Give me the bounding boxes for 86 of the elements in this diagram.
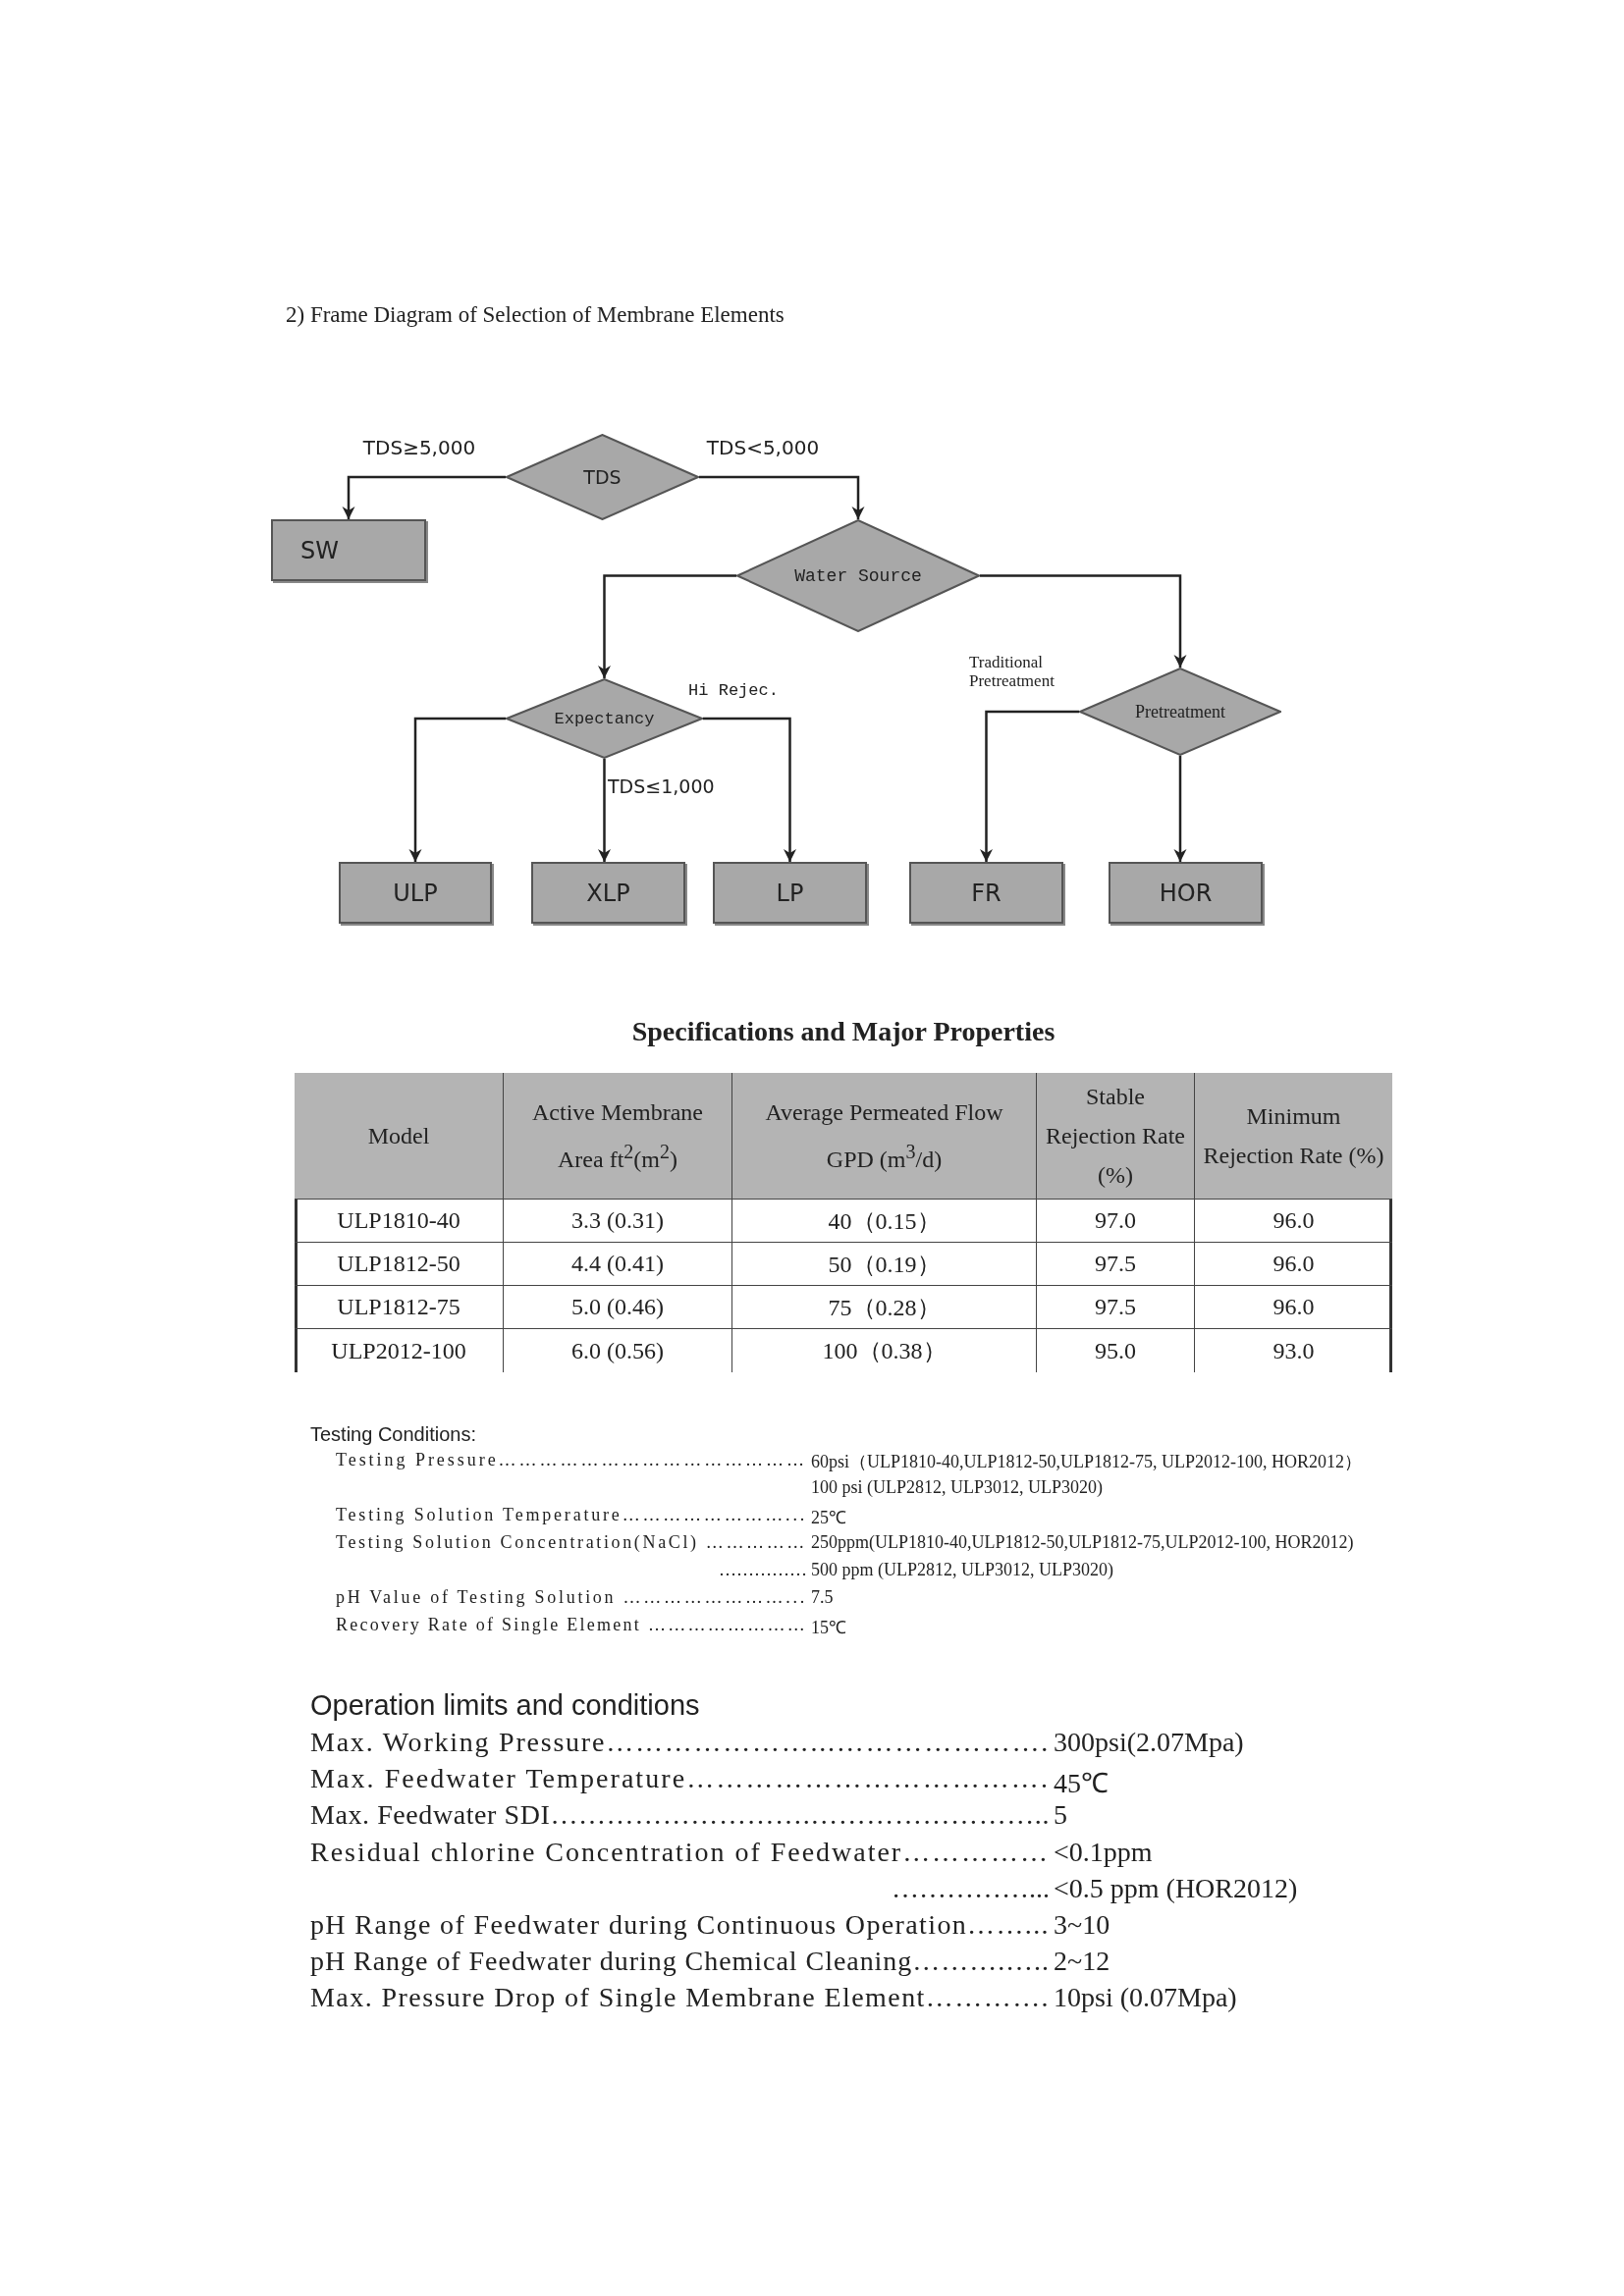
arrow	[699, 475, 865, 519]
header-cell: Stable Rejection Rate (%)	[1037, 1073, 1195, 1200]
process-box	[1109, 862, 1263, 924]
condition-value: 100 psi (ULP2812, ULP3012, ULP3020)	[811, 1477, 1103, 1498]
table-cell: ULP2012-100	[295, 1329, 504, 1372]
condition-name: Max. Feedwater Temperature……………………………….	[310, 1763, 1050, 1795]
condition-value: <0.5 ppm (HOR2012)	[1054, 1872, 1298, 1904]
box-label: XLP	[586, 879, 630, 907]
condition-value: 5	[1054, 1799, 1067, 1832]
condition-value: 25℃	[811, 1507, 846, 1528]
header-cell: Active Membrane Area ft$^{2}$(m$^{2}$)	[504, 1073, 732, 1200]
table-cell: 40（0.15）	[732, 1200, 1037, 1243]
box-label: HOR	[1159, 879, 1213, 907]
table-cell: 97.0	[1037, 1200, 1195, 1243]
diamond-label: Water Source	[794, 565, 922, 586]
box-label: FR	[971, 879, 1001, 907]
decision-diamond	[1079, 667, 1281, 756]
condition-value: 500 ppm (ULP2812, ULP3012, ULP3020)	[811, 1560, 1113, 1580]
decision-diamond	[506, 434, 699, 520]
condition-name: Testing Solution Temperature……………………...	[336, 1505, 807, 1525]
condition-value: 7.5	[811, 1587, 834, 1608]
arrow	[408, 717, 506, 862]
box-label: ULP	[393, 879, 438, 907]
arrow	[980, 574, 1187, 667]
condition-value: 10psi (0.07Mpa)	[1054, 1982, 1237, 2014]
condition-name: pH Value of Testing Solution ……………………...	[336, 1587, 807, 1608]
condition-name: Testing Pressure………………………………………	[336, 1450, 807, 1470]
table-cell: 97.5	[1037, 1243, 1195, 1286]
header-cell: Model	[295, 1073, 504, 1200]
table-cell: 50（0.19）	[732, 1243, 1037, 1286]
dot-leader: ……………...	[892, 1872, 1050, 1904]
table-cell: 6.0 (0.56)	[504, 1329, 732, 1372]
dot-leader: ……………	[719, 1560, 807, 1580]
condition-value: 2~12	[1054, 1946, 1110, 1978]
condition-name: Testing Solution Concentration(NaCl) ……………	[336, 1532, 807, 1553]
arrow	[1173, 756, 1187, 862]
header-cell: Minimum Rejection Rate (%)	[1195, 1073, 1392, 1200]
diamond-label: Expectancy	[554, 709, 655, 728]
table-cell: 95.0	[1037, 1329, 1195, 1372]
diamond-label: Pretreatment	[1135, 701, 1225, 722]
condition-value: <0.1ppm	[1054, 1836, 1153, 1868]
condition-name: Max. Feedwater SDI……………………….……………………..	[310, 1799, 1050, 1832]
box-label: LP	[776, 879, 804, 907]
condition-name: Max. Working Pressure…………………...………………….	[310, 1727, 1050, 1758]
table-cell: ULP1812-50	[295, 1243, 504, 1286]
section-heading: Operation limits and conditions	[310, 1689, 700, 1722]
diamond-label: TDS	[583, 466, 622, 488]
condition-value: 15℃	[811, 1617, 846, 1638]
table-cell: 4.4 (0.41)	[504, 1243, 732, 1286]
table-cell: 97.5	[1037, 1286, 1195, 1329]
table-cell: 75（0.28）	[732, 1286, 1037, 1329]
arrow	[598, 574, 736, 678]
table-cell: ULP1810-40	[295, 1200, 504, 1243]
arrow	[980, 710, 1079, 862]
process-box	[271, 519, 426, 581]
table-cell: 3.3 (0.31)	[504, 1200, 732, 1243]
process-box	[909, 862, 1063, 924]
diagram-title: 2) Frame Diagram of Selection of Membrane Elements	[286, 302, 785, 328]
box-label: SW	[300, 536, 339, 564]
arrow	[703, 717, 796, 862]
table-cell: 96.0	[1195, 1243, 1392, 1286]
condition-name: pH Range of Feedwater during Chemical Cleaning……….…..	[310, 1946, 1050, 1978]
table-cell: 96.0	[1195, 1286, 1392, 1329]
condition-name: Recovery Rate of Single Element ……………………	[336, 1615, 807, 1635]
table-cell-text: 93.0	[1272, 1336, 1316, 1365]
condition-value: 60psi（ULP1810-40,ULP1812-50,ULP1812-75, ULP2012-100, HOR2012）	[811, 1451, 1362, 1473]
condition-name: Residual chlorine Concentration of Feedwater……………	[310, 1836, 1050, 1868]
table-title: Specifications and Major Properties	[630, 1016, 1056, 1047]
process-box	[713, 862, 867, 924]
condition-value: 3~10	[1054, 1909, 1110, 1941]
section-heading: Testing Conditions:	[310, 1423, 476, 1446]
condition-value: 300psi(2.07Mpa)	[1054, 1727, 1244, 1758]
process-box	[339, 862, 492, 924]
condition-name: Max. Pressure Drop of Single Membrane Element………….	[310, 1982, 1050, 2014]
table-cell: ULP1812-75	[295, 1286, 504, 1329]
arrow	[598, 759, 611, 862]
condition-value: 45℃	[1054, 1767, 1109, 1801]
arrow	[342, 475, 506, 519]
condition-value: 250ppm(ULP1810-40,ULP1812-50,ULP1812-75,ULP2012-100, HOR2012)	[811, 1532, 1354, 1553]
table-cell: 96.0	[1195, 1200, 1392, 1243]
condition-name: pH Range of Feedwater during Continuous Operation……...	[310, 1909, 1050, 1941]
process-box	[531, 862, 685, 924]
table-cell: 5.0 (0.46)	[504, 1286, 732, 1329]
header-cell: Average Permeated Flow GPD (m$^{3}$/d)	[732, 1073, 1037, 1200]
decision-diamond	[736, 519, 980, 632]
table-cell: 100（0.38）	[732, 1329, 1037, 1372]
